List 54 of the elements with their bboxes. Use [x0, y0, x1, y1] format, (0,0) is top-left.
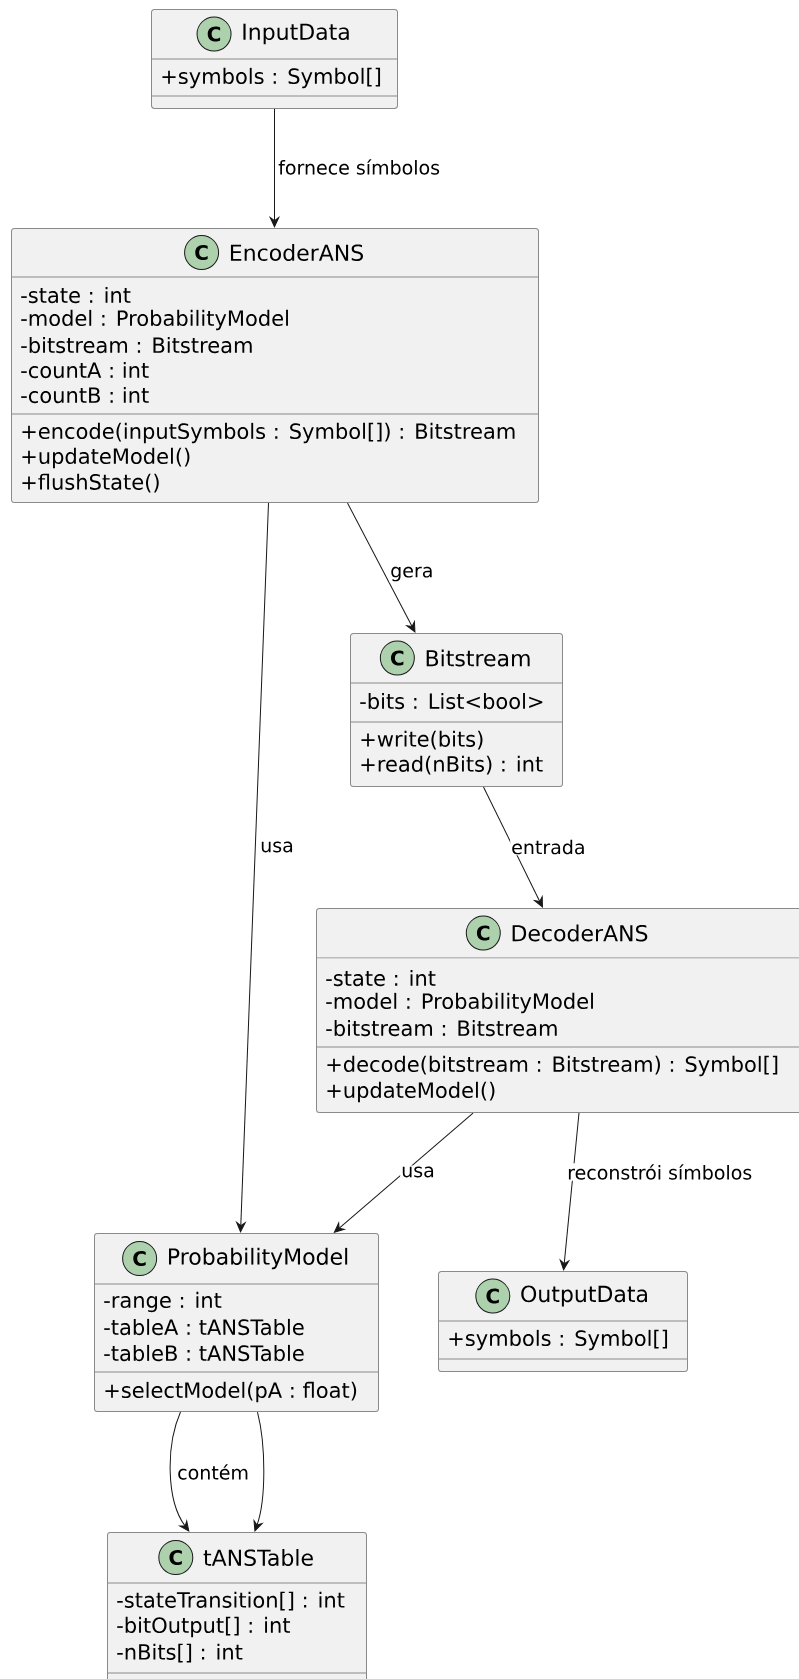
method-text: +selectModel(pA : float)	[105, 1381, 357, 1403]
attribute-text: -tableA : tANSTable	[104, 1318, 304, 1336]
attribute-text: -model : ProbabilityModel	[21, 309, 288, 331]
attribute-text: -state : int	[326, 969, 436, 987]
attribute-text: -bitstream : Bitstream	[326, 1019, 557, 1037]
attribute-text: -tableB : tANSTable	[104, 1344, 304, 1362]
arrow	[253, 1411, 265, 1532]
class-name: DecoderANS	[512, 924, 648, 942]
edge-label: usa	[400, 1165, 436, 1179]
attribute-text: -state : int	[21, 286, 131, 304]
class-box	[93, 1233, 379, 1412]
class-box	[315, 908, 799, 1113]
attribute-text: -range : int	[104, 1291, 222, 1313]
class-name: OutputData	[521, 1285, 647, 1307]
attribute-text: -bitstream : Bitstream	[21, 336, 252, 354]
arrow	[236, 502, 269, 1233]
class-box	[10, 228, 539, 503]
method-text: +write(bits)	[361, 730, 483, 750]
class-box	[106, 1532, 367, 1679]
arrow	[269, 108, 280, 228]
class-name: ProbabilityModel	[169, 1247, 348, 1270]
method-text: +decode(bitstream : Bitstream) : Symbol[]	[327, 1055, 778, 1077]
method-text: +updateModel()	[22, 447, 190, 469]
attribute-text: +symbols : Symbol[]	[449, 1329, 668, 1351]
arrow	[483, 786, 543, 908]
class-box	[150, 9, 398, 109]
class-name: tANSTable	[203, 1549, 313, 1567]
attribute-text: +symbols : Symbol[]	[162, 67, 381, 89]
class-box	[349, 633, 563, 787]
method-text: +updateModel()	[327, 1081, 495, 1103]
class-name: EncoderANS	[230, 244, 363, 262]
attribute-text: -model : ProbabilityModel	[326, 992, 593, 1014]
edge-label: contém	[176, 1463, 250, 1481]
attribute-text: -nBits[] : int	[117, 1643, 243, 1663]
attribute-text: -countB : int	[21, 386, 149, 404]
arrow	[559, 1112, 580, 1271]
attribute-text: -bits : List<bool>	[360, 692, 543, 710]
class-box	[437, 1271, 688, 1372]
method-text: +encode(inputSymbols : Symbol[]) : Bitstream	[22, 422, 515, 444]
edge-label: reconstrói símbolos	[566, 1163, 754, 1181]
arrow	[169, 1411, 190, 1532]
edge-label: fornece símbolos	[277, 158, 442, 176]
arrow	[333, 1112, 474, 1233]
method-text: +read(nBits) : int	[361, 755, 543, 775]
method-text: +flushState()	[22, 473, 159, 493]
edge-label: usa	[259, 840, 295, 854]
edge-label: entrada	[510, 838, 587, 856]
attribute-text: -stateTransition[] : int	[117, 1591, 345, 1611]
attribute-text: -bitOutput[] : int	[117, 1616, 291, 1638]
class-name: Bitstream	[426, 649, 530, 667]
edge-label: gera	[389, 565, 435, 583]
class-name: InputData	[243, 23, 349, 45]
attribute-text: -countA : int	[21, 361, 149, 379]
arrow	[347, 502, 416, 633]
